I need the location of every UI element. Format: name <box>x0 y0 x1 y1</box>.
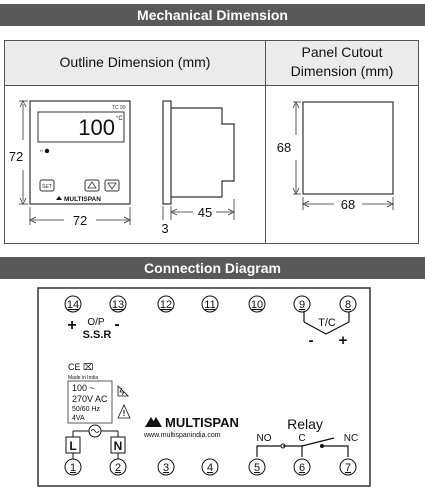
top-terminal-row: 14 13 12 11 10 9 8 <box>64 295 357 313</box>
supply-line4: 4VA <box>72 415 85 422</box>
panel-cutout: 68 68 <box>277 101 394 212</box>
terminal-6-label: 6 <box>299 462 305 474</box>
terminal-12-circle <box>157 295 175 313</box>
side-housing <box>171 107 235 198</box>
terminal-11-label: 11 <box>204 299 215 311</box>
ssr-minus-label: - <box>114 316 119 333</box>
cutout-square <box>302 101 394 195</box>
terminal-11-circle <box>201 295 219 313</box>
terminal-13-circle <box>109 295 127 313</box>
set-button-label: SET <box>42 184 52 190</box>
unit-label: °C <box>116 116 123 122</box>
supply-line3: 50/60 Hz <box>72 406 101 413</box>
terminal-7-circle <box>339 458 357 476</box>
connection-diagram-banner: Connection Diagram <box>0 257 425 279</box>
terminal-4-label: 4 <box>207 462 213 474</box>
terminal-9-label: 9 <box>299 299 305 311</box>
mechanical-dimension-table: Outline Dimension (mm) Panel Cutout Dime… <box>4 40 419 244</box>
terminal-8-circle <box>339 295 357 313</box>
side-bezel <box>162 100 172 205</box>
front-view: TC 99 100 °C H SET MULTISPAN 72 72 <box>9 100 131 228</box>
terminal-1-label: 1 <box>70 462 76 474</box>
relay-label: Relay <box>287 416 323 432</box>
made-in-label: Made in India <box>68 375 98 381</box>
terminal-8-label: 8 <box>345 299 351 311</box>
cutout-header-line2: Dimension (mm) <box>290 63 394 79</box>
terminal-3-label: 3 <box>163 462 169 474</box>
relay-switch-arm <box>301 437 335 447</box>
front-width-label: 72 <box>73 213 87 228</box>
ce-mark-icon: CE ⌧ <box>68 362 93 372</box>
tc-label: T/C <box>318 317 336 329</box>
display-value: 100 <box>78 115 115 140</box>
op-label: O/P <box>87 317 105 328</box>
thermocouple-junction <box>303 321 350 335</box>
status-led <box>44 148 50 154</box>
terminal-2-label: 2 <box>115 462 121 474</box>
brand-name: MULTISPAN <box>165 415 239 430</box>
terminal-5-circle <box>248 458 266 476</box>
high-voltage-warning-icon <box>117 385 129 397</box>
tc-plus-label: + <box>339 332 348 349</box>
model-label: TC 99 <box>112 105 126 111</box>
ssr-label: S.S.R <box>83 329 112 341</box>
svg-text:!: ! <box>123 409 126 418</box>
outline-dimension-header: Outline Dimension (mm) <box>59 54 211 70</box>
brand-logo-icon <box>56 196 62 200</box>
terminal-13-label: 13 <box>112 299 124 311</box>
relay-nc-label: NC <box>344 433 358 444</box>
website-label: www.multispanindia.com <box>143 432 221 439</box>
front-height-label: 72 <box>9 149 23 164</box>
mechanical-dimension-banner: Mechanical Dimension <box>0 4 425 26</box>
relay-no-label: NO <box>257 433 272 444</box>
terminal-10-circle <box>248 295 266 313</box>
cutout-width-label: 68 <box>341 197 355 212</box>
up-arrow-icon <box>87 181 97 189</box>
brand-label: MULTISPAN <box>64 196 101 203</box>
led-label: H <box>40 148 43 153</box>
terminal-7-label: 7 <box>345 462 351 474</box>
relay-c-label: C <box>298 433 305 444</box>
terminal-14-label: 14 <box>67 299 79 311</box>
ssr-plus-label: + <box>67 317 76 334</box>
terminal-10-label: 10 <box>251 299 263 311</box>
bottom-terminal-row: 1 2 3 4 5 6 7 <box>64 458 357 476</box>
down-arrow-icon <box>107 182 117 190</box>
supply-line1: 100 ~ <box>72 383 95 393</box>
cutout-header-line1: Panel Cutout <box>301 44 383 60</box>
supply-line2: 270V AC <box>72 394 108 404</box>
display-window <box>37 111 125 143</box>
cutout-height-label: 68 <box>277 140 291 155</box>
table-header <box>5 41 418 86</box>
terminal-6-circle <box>293 458 311 476</box>
terminal-12-label: 12 <box>160 299 172 311</box>
side-depth-label: 45 <box>198 205 212 220</box>
supply-rating-box <box>67 380 113 424</box>
column-divider <box>265 41 266 243</box>
terminal-3-circle <box>157 458 175 476</box>
terminal-5-label: 5 <box>254 462 260 474</box>
live-label: L <box>69 439 76 453</box>
terminal-4-circle <box>201 458 219 476</box>
side-view: 45 3 <box>161 100 235 236</box>
bezel-thickness-label: 3 <box>161 221 168 236</box>
set-button <box>39 179 55 192</box>
neutral-label: N <box>114 439 123 453</box>
tc-minus-label: - <box>309 332 314 349</box>
terminal-14-circle <box>64 295 82 313</box>
caution-warning-icon <box>117 404 131 419</box>
terminal-9-circle <box>293 295 311 313</box>
